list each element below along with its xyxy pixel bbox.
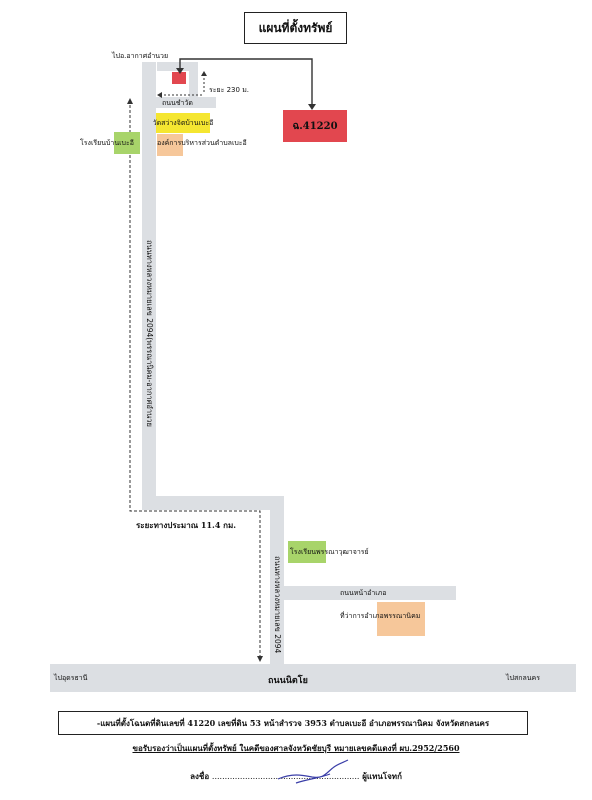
school-left-label: โรงเรียนบ้านเบะอี xyxy=(80,139,134,147)
deed-description-box: -แผนที่ตั้งโฉนดที่ดินเลขที่ 41220 เลขที่… xyxy=(58,711,528,735)
label-to-nong-han: ไปอ.อากาศอำนวย xyxy=(112,52,169,60)
main-road xyxy=(50,664,576,692)
highway-lower-label: ถนนทางหลวงหมายเลข 2094 xyxy=(273,556,282,654)
land-plot-marker xyxy=(172,72,186,84)
temple-label: วัดสว่างจิตบ้านเบะอี xyxy=(152,118,214,127)
deed-description: -แผนที่ตั้งโฉนดที่ดินเลขที่ 41220 เลขที่… xyxy=(96,717,490,728)
main-road-label: ถนนนิตโย xyxy=(268,676,308,686)
highway-2094-lower-road xyxy=(270,496,284,664)
district-road-label: ถนนหน้าอำเภอ xyxy=(340,589,387,597)
label-to-sakon: ไปสกลนคร xyxy=(506,674,540,682)
sign-prefix: ลงชื่อ xyxy=(190,771,210,781)
label-distance-230: ระยะ 230 ม. xyxy=(209,86,250,94)
distance-230-arrowhead xyxy=(201,71,207,76)
highway-2094-connector-road xyxy=(142,496,284,510)
upper-side-road xyxy=(157,62,195,71)
distance-11-arrowhead-top xyxy=(127,98,133,104)
tambon-org-box xyxy=(157,134,183,156)
tambon-org-label: องค์การบริหารส่วนตำบลเบะอี xyxy=(157,139,247,147)
label-chaeng-road: ถนนชำวัด xyxy=(162,99,193,107)
map-title: แผนที่ตั้งทรัพย์ xyxy=(244,12,347,44)
district-office-label: ที่ว่าการอำเภอพรรณานิคม xyxy=(340,612,421,620)
branch-road xyxy=(189,62,198,97)
distance-11-arrowhead-bottom xyxy=(257,656,263,662)
school-right-label: โรงเรียนพรรณาวุฒาจารย์ xyxy=(290,548,369,556)
certification-text: ขอรับรองว่าเป็นแผนที่ตั้งทรัพย์ ในคดีของ… xyxy=(132,743,460,753)
temple-box: วัดสว่างจิตบ้านเบะอี xyxy=(153,113,213,133)
distance-11-label: ระยะทางประมาณ 11.4 กม. xyxy=(136,520,237,530)
land-deed-box: ฉ.41220 xyxy=(283,110,347,142)
school-right-box xyxy=(288,541,326,563)
label-to-udon: ไปอุดรธานี xyxy=(54,674,88,682)
district-office-box xyxy=(377,602,425,636)
school-left-box xyxy=(114,132,140,154)
district-road xyxy=(284,586,456,600)
sign-suffix: ผู้แทนโจทก์ xyxy=(362,771,402,781)
land-deed-label: ฉ.41220 xyxy=(292,120,338,132)
highway-upper-label: ถนนทางหลวงหมายเลข 2094(พรรณานิคม-อากาศอำ… xyxy=(145,240,154,427)
handwritten-signature xyxy=(277,759,349,784)
